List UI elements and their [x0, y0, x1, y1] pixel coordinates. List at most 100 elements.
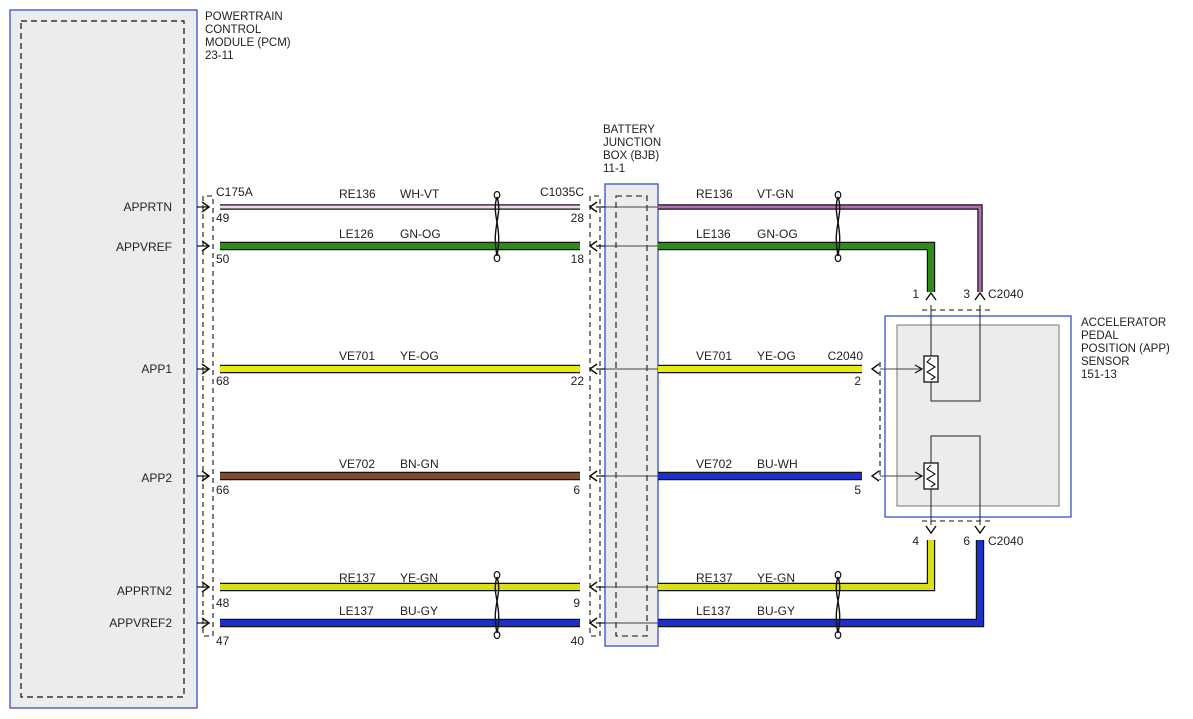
app-label-line-4: SENSOR: [1081, 356, 1130, 368]
left-circuit-app2: VE702: [339, 457, 375, 471]
left-color-appvref2: BU-GY: [400, 604, 438, 618]
pin3-arrow-icon: [974, 291, 986, 301]
left-circuit-app1: VE701: [339, 349, 375, 363]
twist-right-lower-icon: [834, 570, 842, 640]
right-color-appvref: GN-OG: [757, 227, 798, 241]
pin5-arrow-icon: [870, 470, 880, 482]
app-label-line-2: PEDAL: [1081, 330, 1119, 342]
left-circuit-appvref2: LE137: [339, 604, 374, 618]
bjb-pin-appvref: 18: [571, 252, 585, 266]
pcm-arrow-appvref-icon: [201, 240, 211, 252]
app-label-line-3: POSITION (APP): [1081, 343, 1170, 355]
left-circuit-apprtn: RE136: [339, 187, 376, 201]
right-circuit-appvref: LE136: [696, 227, 731, 241]
pcm-arrow-apprtn-icon: [201, 201, 211, 213]
right-color-apprtn: VT-GN: [757, 187, 794, 201]
bjb-arrow-app1-icon: [588, 363, 598, 375]
pcm-label-line-1: POWERTRAIN: [205, 11, 283, 23]
right-color-app2: BU-WH: [757, 457, 798, 471]
wire-right-appvref2: [658, 540, 983, 626]
bjb-pin-app2: 6: [573, 483, 580, 497]
twist-right-upper-icon: [834, 190, 842, 263]
pin1-arrow-icon: [925, 291, 937, 301]
pcm-label-line-4: 23-11: [205, 50, 234, 62]
bjb-inner-dashed: [615, 195, 648, 637]
bjb-label-line-3: BOX (BJB): [603, 150, 659, 162]
pcm-label-line-3: MODULE (PCM): [205, 37, 291, 49]
connector-app-mid: C2040: [828, 349, 864, 363]
pcm-arrow-appvref2-icon: [201, 617, 211, 629]
app-pin-2: 2: [854, 374, 861, 388]
app-internal-circuit-1: [930, 305, 981, 402]
pin4-arrow-icon: [925, 525, 937, 535]
pin2-arrow-icon: [870, 363, 880, 375]
signal-label-apprtn2: APPRTN2: [117, 584, 172, 598]
c175a-outline: [202, 195, 214, 637]
bjb-arrow-app2-icon: [588, 470, 598, 482]
wires: [197, 204, 985, 628]
app-pin-3: 3: [963, 287, 970, 301]
bjb-label-line-2: JUNCTION: [603, 137, 661, 149]
wire-right-apprtn: [658, 205, 982, 292]
signal-label-appvref2: APPVREF2: [109, 616, 172, 630]
connector-pcm: C175A: [216, 185, 253, 199]
signal-label-appvref: APPVREF: [116, 240, 172, 254]
right-circuit-app1: VE701: [696, 349, 732, 363]
app-pin-6: 6: [963, 534, 970, 548]
right-circuit-app2: VE702: [696, 457, 732, 471]
app-label-line-1: ACCELERATOR: [1081, 317, 1166, 329]
pcm-arrow-app1-icon: [201, 363, 211, 375]
bjb-arrow-apprtn-icon: [588, 201, 598, 213]
signal-label-apprtn: APPRTN: [124, 200, 172, 214]
app-pin-4: 4: [912, 534, 919, 548]
app-pin-numbers: 1 3 2 5 4 6: [854, 287, 970, 548]
twist-left-lower-icon: [493, 570, 501, 640]
left-color-appvref: GN-OG: [400, 227, 441, 241]
potentiometer-1-icon: [880, 355, 939, 383]
right-circuit-apprtn2: RE137: [696, 571, 733, 585]
c1035c-outline: [589, 195, 601, 637]
bjb-pin-app1: 22: [571, 374, 585, 388]
pcm-arrow-apprtn2-icon: [201, 581, 211, 593]
bjb-arrow-appvref-icon: [588, 240, 598, 252]
app-pin-1: 1: [912, 287, 919, 301]
bjb-module: BATTERY JUNCTION BOX (BJB) 11-1: [603, 124, 661, 647]
pcm-pin-appvref2: 47: [216, 634, 230, 648]
bjb-pin-apprtn: 28: [571, 211, 585, 225]
pcm-pin-apprtn2: 48: [216, 596, 230, 610]
right-color-app1: YE-OG: [757, 349, 796, 363]
app-pin-5: 5: [854, 483, 861, 497]
pcm-pin-apprtn: 49: [216, 211, 230, 225]
app-label-line-5: 151-13: [1081, 369, 1117, 381]
left-color-apprtn: WH-VT: [400, 187, 440, 201]
pcm-inner-dashed: [20, 20, 185, 698]
right-color-apprtn2: YE-GN: [757, 571, 795, 585]
right-circuit-apprtn: RE136: [696, 187, 733, 201]
signal-label-app2: APP2: [141, 471, 172, 485]
connector-app-bottom: C2040: [988, 534, 1024, 548]
wire-right-appvref-outline: [658, 241, 936, 292]
potentiometer-2-icon: [880, 462, 939, 490]
pcm-pin-app1: 68: [216, 374, 230, 388]
left-wire-labels: RE136 WH-VT LE126 GN-OG VE701 YE-OG VE70…: [339, 187, 441, 618]
twisted-pair-markers: [493, 190, 842, 640]
bjb-pin-appvref2: 40: [571, 634, 585, 648]
pcm-module: POWERTRAIN CONTROL MODULE (PCM) 23-11: [9, 9, 291, 709]
pcm-arrow-app2-icon: [201, 470, 211, 482]
bjb-label-line-4: 11-1: [603, 163, 625, 175]
pcm-signal-labels: APPRTN APPVREF APP1 APP2 APPRTN2 APPVREF…: [109, 200, 172, 630]
connector-arrows: [201, 201, 598, 629]
left-color-app2: BN-GN: [400, 457, 439, 471]
left-circuit-apprtn2: RE137: [339, 571, 376, 585]
wire-right-appvref: [658, 243, 934, 292]
connector-app-top: C2040: [988, 287, 1024, 301]
twist-left-upper-icon: [493, 190, 501, 263]
bjb-pin-apprtn2: 9: [573, 596, 580, 610]
connector-bjb: C1035C: [540, 185, 584, 199]
connector-outlines: [202, 195, 990, 637]
signal-label-app1: APP1: [141, 362, 172, 376]
left-color-app1: YE-OG: [400, 349, 439, 363]
app-pin-arrows: [870, 291, 986, 535]
pcm-pin-numbers: 49 50 68 66 48 47: [216, 211, 230, 648]
